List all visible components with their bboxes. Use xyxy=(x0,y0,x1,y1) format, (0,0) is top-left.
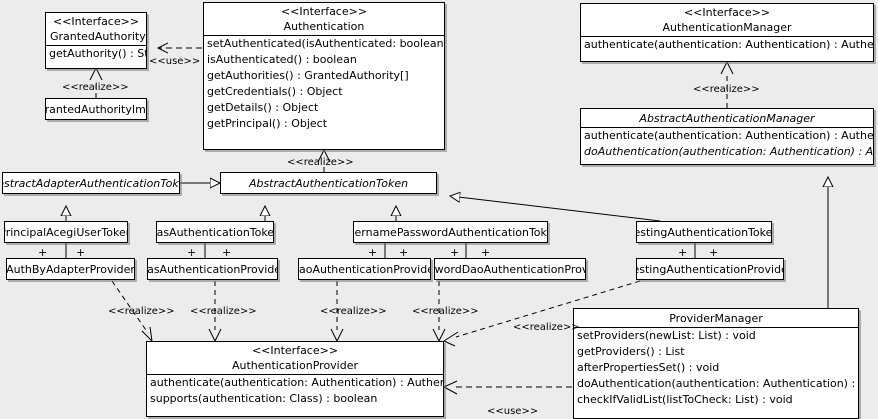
class-name: AuthByAdapterProvider xyxy=(6,262,135,276)
class-abstract-authentication-token[interactable]: AbstractAuthenticationToken xyxy=(220,172,437,194)
operation: authenticate(authentication: Authenticat… xyxy=(584,38,874,51)
class-name: PrincipalAcegiUserToken xyxy=(4,225,128,239)
operation: afterPropertiesSet() : void xyxy=(577,361,720,374)
operations-compartment: setProviders(newList: List) : void getPr… xyxy=(574,328,858,408)
operations-compartment: authenticate(authentication: Authenticat… xyxy=(581,37,873,53)
class-header: ProviderManager xyxy=(574,309,858,327)
class-name: ProviderManager xyxy=(669,312,763,325)
association-end-plus: + xyxy=(38,246,48,259)
operation: checkIfValidList(listToCheck: List) : vo… xyxy=(577,393,793,406)
association-end-plus: + xyxy=(709,246,719,259)
class-abstract-adapter-authentication-token[interactable]: AbstractAdapterAuthenticationToken xyxy=(2,172,180,194)
stereotype-label: <<Interface>> xyxy=(683,6,771,19)
operation: doAuthentication(authentication: Authent… xyxy=(577,377,858,390)
class-name: GrantedAuthority xyxy=(50,30,146,43)
edge-label-realize-casprovider: <<realize>> xyxy=(190,306,257,317)
class-dao-authentication-provider[interactable]: DaoAuthenticationProvider xyxy=(298,258,431,280)
stereotype-label: <<Interface>> xyxy=(52,15,140,28)
class-name: PasswordDaoAuthenticationProvider xyxy=(434,262,585,276)
association-end-plus: + xyxy=(368,246,378,259)
operation: getProviders() : List xyxy=(577,345,685,358)
edge-label-realize-grantedauthorityimpl: <<realize>> xyxy=(62,82,129,93)
class-header: <<Interface>> GrantedAuthority xyxy=(46,13,146,45)
class-authentication-manager[interactable]: <<Interface>> AuthenticationManager auth… xyxy=(580,3,874,62)
class-password-dao-authentication-provider[interactable]: PasswordDaoAuthenticationProvider xyxy=(434,258,586,280)
class-header: AbstractAuthenticationManager xyxy=(581,109,873,127)
class-name: AuthenticationManager xyxy=(662,21,792,34)
operations-compartment: authenticate(authentication: Authenticat… xyxy=(147,375,443,407)
association-end-plus: + xyxy=(187,246,197,259)
class-granted-authority-impl[interactable]: GrantedAuthorityImpl xyxy=(45,98,147,120)
class-name: TestingAuthenticationProvider xyxy=(637,262,783,276)
association-end-plus: + xyxy=(76,246,86,259)
class-username-password-authentication-token[interactable]: UsernamePasswordAuthenticationToken xyxy=(353,221,548,243)
class-header: <<Interface>> AuthenticationProvider xyxy=(147,342,443,374)
operation: doAuthentication(authentication: Authent… xyxy=(584,145,874,158)
operation: isAuthenticated() : boolean xyxy=(207,53,357,66)
edge-label-realize-testingprovider: <<realize>> xyxy=(513,322,580,333)
divider xyxy=(574,327,858,328)
association-end-plus: + xyxy=(450,246,460,259)
operation: getAuthority() : String xyxy=(49,47,146,60)
stereotype-label: <<Interface>> xyxy=(280,5,368,18)
association-end-plus: + xyxy=(481,246,491,259)
operation: getCredentials() : Object xyxy=(207,85,343,98)
divider xyxy=(46,45,146,46)
edge-label-realize-daoprovider: <<realize>> xyxy=(320,306,387,317)
divider xyxy=(581,127,873,128)
edge-label-realize-abstractauthtoken: <<realize>> xyxy=(287,157,354,168)
class-name: AuthenticationProvider xyxy=(231,359,359,372)
operation: authenticate(authentication: Authenticat… xyxy=(150,376,443,389)
class-granted-authority[interactable]: <<Interface>> GrantedAuthority getAuthor… xyxy=(45,12,147,69)
class-name: CasAuthenticationToken xyxy=(156,225,274,239)
edge-label-realize-passworddaoprovider: <<realize>> xyxy=(412,306,479,317)
class-authentication[interactable]: <<Interface>> Authentication setAuthenti… xyxy=(203,2,445,150)
edge-label-use-providermanager: <<use>> xyxy=(487,406,539,417)
class-cas-authentication-provider[interactable]: CasAuthenticationProvider xyxy=(147,258,278,280)
operations-compartment: getAuthority() : String xyxy=(46,46,146,62)
operation: setProviders(newList: List) : void xyxy=(577,329,756,342)
class-name: AbstractAuthenticationToken xyxy=(248,176,409,190)
divider xyxy=(147,374,443,375)
class-testing-authentication-provider[interactable]: TestingAuthenticationProvider xyxy=(636,258,784,280)
class-header: <<Interface>> Authentication xyxy=(204,3,444,35)
edge-label-use-grantedauthority: <<use>> xyxy=(149,56,201,67)
class-principal-acegi-user-token[interactable]: PrincipalAcegiUserToken xyxy=(4,221,128,243)
operation: setAuthenticated(isAuthenticated: boolea… xyxy=(207,37,445,50)
edge-label-realize-abstractauthmanager: <<realize>> xyxy=(693,84,760,95)
class-abstract-authentication-manager[interactable]: AbstractAuthenticationManager authentica… xyxy=(580,108,874,165)
class-header: <<Interface>> AuthenticationManager xyxy=(581,4,873,36)
class-name: AbstractAdapterAuthenticationToken xyxy=(3,176,179,190)
operation: supports(authentication: Class) : boolea… xyxy=(150,392,378,405)
class-cas-authentication-token[interactable]: CasAuthenticationToken xyxy=(156,221,274,243)
class-testing-authentication-token[interactable]: TestingAuthenticationToken xyxy=(636,221,772,243)
link-testingtoken-extends-abstractauthtoken xyxy=(450,196,661,222)
class-name: GrantedAuthorityImpl xyxy=(45,102,146,116)
operations-compartment: setAuthenticated(isAuthenticated: boolea… xyxy=(204,36,444,132)
class-authentication-provider[interactable]: <<Interface>> AuthenticationProvider aut… xyxy=(146,341,444,417)
divider xyxy=(204,35,444,36)
operation: getAuthorities() : GrantedAuthority[] xyxy=(207,69,409,82)
class-provider-manager[interactable]: ProviderManager setProviders(newList: Li… xyxy=(573,308,859,419)
operation: getDetails() : Object xyxy=(207,101,319,114)
association-end-plus: + xyxy=(399,246,409,259)
class-name: DaoAuthenticationProvider xyxy=(298,262,430,276)
operation: getPrincipal() : Object xyxy=(207,117,328,130)
association-end-plus: + xyxy=(222,246,232,259)
class-name: UsernamePasswordAuthenticationToken xyxy=(354,225,547,239)
class-name: CasAuthenticationProvider xyxy=(147,262,277,276)
class-name: AbstractAuthenticationManager xyxy=(639,112,815,125)
association-end-plus: + xyxy=(678,246,688,259)
class-auth-by-adapter-provider[interactable]: AuthByAdapterProvider xyxy=(6,258,135,280)
stereotype-label: <<Interface>> xyxy=(251,344,339,357)
link-providermanager-uses-authprovider xyxy=(443,380,572,395)
class-name: Authentication xyxy=(283,20,365,33)
class-name: TestingAuthenticationToken xyxy=(636,225,772,239)
operations-compartment: authenticate(authentication: Authenticat… xyxy=(581,128,873,160)
edge-label-realize-authbyadapterprovider: <<realize>> xyxy=(108,306,175,317)
operation: authenticate(authentication: Authenticat… xyxy=(584,129,874,142)
divider xyxy=(581,36,873,37)
